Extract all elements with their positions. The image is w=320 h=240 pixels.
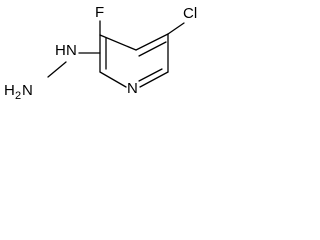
bond-c4-c5 (135, 33, 169, 51)
bond-c5-cl (167, 22, 185, 35)
bond-c6-n1-inner (138, 68, 163, 82)
hydrazine-nh2-n-label: N (22, 82, 33, 99)
pyridine-ring (99, 33, 169, 88)
bond-c6-n1 (139, 71, 169, 88)
chlorine-label: Cl (183, 5, 197, 22)
bond-n1-c2 (99, 71, 127, 88)
structure-diagram: F Cl N H N H 2 N (4, 4, 197, 102)
bond-nh-nh2 (47, 61, 67, 78)
hydrazine-nh2-h-label: H (4, 82, 15, 99)
fluorine-label: F (95, 4, 104, 21)
bond-c4-c5-inner (138, 41, 167, 57)
ring-nitrogen-label: N (127, 80, 138, 97)
hydrazine-nh-h-label: H (55, 42, 66, 59)
hydrazine-nh2-subscript-label: 2 (15, 90, 21, 102)
hydrazine-nh-n-label: N (66, 42, 77, 59)
